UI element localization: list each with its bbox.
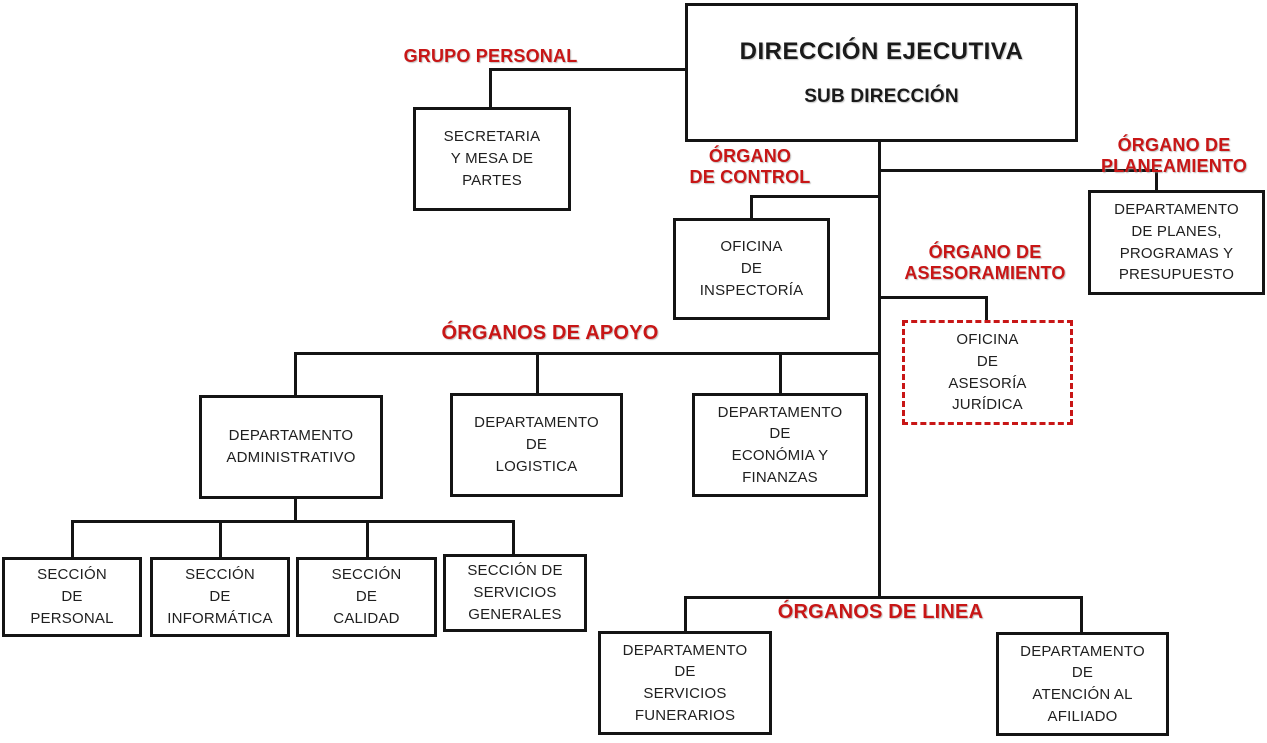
connector-apoyo-drop-economia bbox=[779, 352, 782, 394]
label-organo-de-asesoramiento: ÓRGANO DE ASESORAMIENTO bbox=[904, 242, 1066, 284]
box-departamento-administrativo: DEPARTAMENTO ADMINISTRATIVO bbox=[199, 395, 383, 499]
connector-linea-drop-atencion bbox=[1080, 596, 1083, 633]
connector-seccion-drop-calidad bbox=[366, 520, 369, 558]
connector-linea-rail bbox=[684, 596, 1083, 599]
connector-grupo-personal-h bbox=[489, 68, 685, 71]
label-grupo-personal: GRUPO PERSONAL bbox=[403, 46, 578, 66]
connector-planeamiento-h bbox=[878, 169, 1158, 172]
connector-secciones-rail bbox=[71, 520, 515, 523]
connector-apoyo-drop-administrativo bbox=[294, 352, 297, 396]
connector-seccion-drop-informatica bbox=[219, 520, 222, 558]
box-direccion-ejecutiva: DIRECCIÓN EJECUTIVA SUB DIRECCIÓN bbox=[685, 3, 1078, 142]
connector-linea-drop-funerarios bbox=[684, 596, 687, 632]
connector-planeamiento-v bbox=[1155, 169, 1158, 191]
box-departamento-atencion-afiliado: DEPARTAMENTO DE ATENCIÓN AL AFILIADO bbox=[996, 632, 1169, 736]
connector-asesoramiento-v bbox=[985, 296, 988, 321]
connector-main-spine bbox=[878, 140, 881, 599]
box-departamento-logistica: DEPARTAMENTO DE LOGISTICA bbox=[450, 393, 623, 497]
sub-direccion-subtitle: SUB DIRECCIÓN bbox=[804, 85, 959, 107]
connector-seccion-drop-personal bbox=[71, 520, 74, 558]
box-departamento-servicios-funerarios: DEPARTAMENTO DE SERVICIOS FUNERARIOS bbox=[598, 631, 772, 735]
label-organo-de-planeamiento: ÓRGANO DE PLANEAMIENTO bbox=[1100, 135, 1248, 177]
box-departamento-planes-programas-presupuesto: DEPARTAMENTO DE PLANES, PROGRAMAS Y PRES… bbox=[1088, 190, 1265, 295]
label-organos-de-linea: ÓRGANOS DE LINEA bbox=[777, 601, 984, 623]
connector-grupo-personal-v bbox=[489, 68, 492, 108]
box-oficina-asesoria-juridica: OFICINA DE ASESORÍA JURÍDICA bbox=[902, 320, 1073, 425]
box-seccion-informatica: SECCIÓN DE INFORMÁTICA bbox=[150, 557, 290, 637]
box-secretaria-mesa-de-partes: SECRETARIA Y MESA DE PARTES bbox=[413, 107, 571, 211]
label-organo-de-control: ÓRGANO DE CONTROL bbox=[689, 146, 811, 188]
box-seccion-calidad: SECCIÓN DE CALIDAD bbox=[296, 557, 437, 637]
box-departamento-economia-finanzas: DEPARTAMENTO DE ECONÓMIA Y FINANZAS bbox=[692, 393, 868, 497]
connector-apoyo-drop-logistica bbox=[536, 352, 539, 394]
connector-control-v bbox=[750, 195, 753, 219]
direccion-ejecutiva-title: DIRECCIÓN EJECUTIVA bbox=[739, 37, 1024, 65]
connector-apoyo-rail bbox=[294, 352, 878, 355]
connector-asesoramiento-h bbox=[878, 296, 988, 299]
connector-seccion-drop-servicios bbox=[512, 520, 515, 555]
connector-secciones-stem bbox=[294, 498, 297, 523]
box-oficina-inspectoria: OFICINA DE INSPECTORÍA bbox=[673, 218, 830, 320]
box-seccion-personal: SECCIÓN DE PERSONAL bbox=[2, 557, 142, 637]
box-seccion-servicios-generales: SECCIÓN DE SERVICIOS GENERALES bbox=[443, 554, 587, 632]
label-organos-de-apoyo: ÓRGANOS DE APOYO bbox=[441, 322, 659, 344]
connector-control-h bbox=[750, 195, 878, 198]
